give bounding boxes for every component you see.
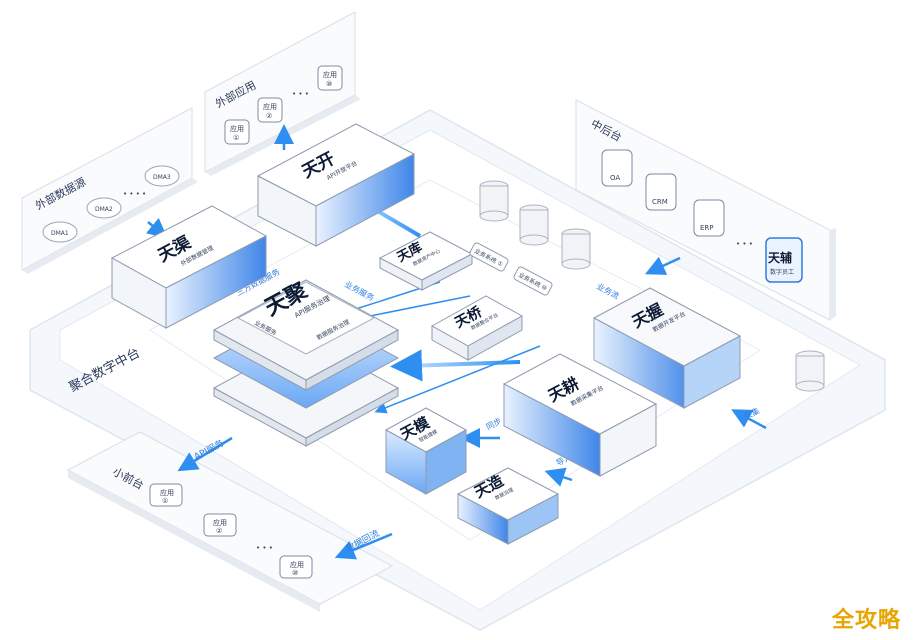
external-app-2[interactable]: 应用 ② [257,97,283,123]
tianju-module[interactable] [212,279,400,447]
erp-icon: ERP [693,199,725,237]
dma3-cloud-icon: DMA3 [144,165,180,187]
svg-text:②: ② [216,527,222,535]
svg-text:应用: 应用 [290,560,304,569]
svg-text:ERP: ERP [700,224,714,232]
tianzao-module[interactable] [456,467,560,545]
flow-arrows [145,124,767,560]
svg-text:应用: 应用 [213,518,227,527]
dma1-cloud-icon: DMA1 [42,221,78,243]
svg-text:数字员工: 数字员工 [770,268,794,276]
svg-text:应用: 应用 [160,488,174,497]
tianku-module[interactable] [378,231,474,291]
svg-text:⑩: ⑩ [292,569,298,577]
svg-text:应用: 应用 [323,70,337,79]
svg-text:DMA2: DMA2 [95,206,113,213]
tiankai-module[interactable] [256,123,416,247]
svg-text:OA: OA [610,174,620,182]
external-app-n[interactable]: 应用 ⑩ [317,65,343,91]
tianmo-module[interactable] [384,407,468,495]
tianfu-digital-worker-card[interactable]: 天辅 数字员工 [765,237,803,283]
svg-text:①: ① [162,497,168,505]
external-app-1[interactable]: 应用 ① [224,119,250,145]
svg-text:DMA1: DMA1 [51,230,69,237]
front-office-ellipsis: • • • [256,544,273,552]
tianqiao-module[interactable] [430,295,524,361]
watermark-logo: 全攻略 [831,608,901,633]
external-apps-ellipsis: • • • [292,90,309,98]
crm-icon: CRM [645,173,677,211]
database-icons [479,180,825,392]
front-app-1[interactable]: 应用 ① [149,483,183,507]
svg-text:CRM: CRM [652,198,668,206]
svg-text:应用: 应用 [230,124,244,133]
svg-text:②: ② [266,112,272,120]
tianqu-module[interactable] [110,205,268,329]
dma-ellipsis: • • • • [123,190,146,198]
front-app-2[interactable]: 应用 ② [203,513,237,537]
front-app-n[interactable]: 应用 ⑩ [279,555,313,579]
tiangeng-module[interactable] [502,353,658,477]
svg-text:应用: 应用 [263,102,277,111]
dma2-cloud-icon: DMA2 [86,197,122,219]
back-office-ellipsis: • • • [736,240,753,248]
oa-icon: OA [601,149,633,187]
tianwo-module[interactable] [592,287,742,409]
svg-text:天辅: 天辅 [768,250,792,265]
svg-text:①: ① [233,134,239,142]
svg-text:DMA3: DMA3 [153,174,171,181]
svg-text:⑩: ⑩ [326,80,332,88]
